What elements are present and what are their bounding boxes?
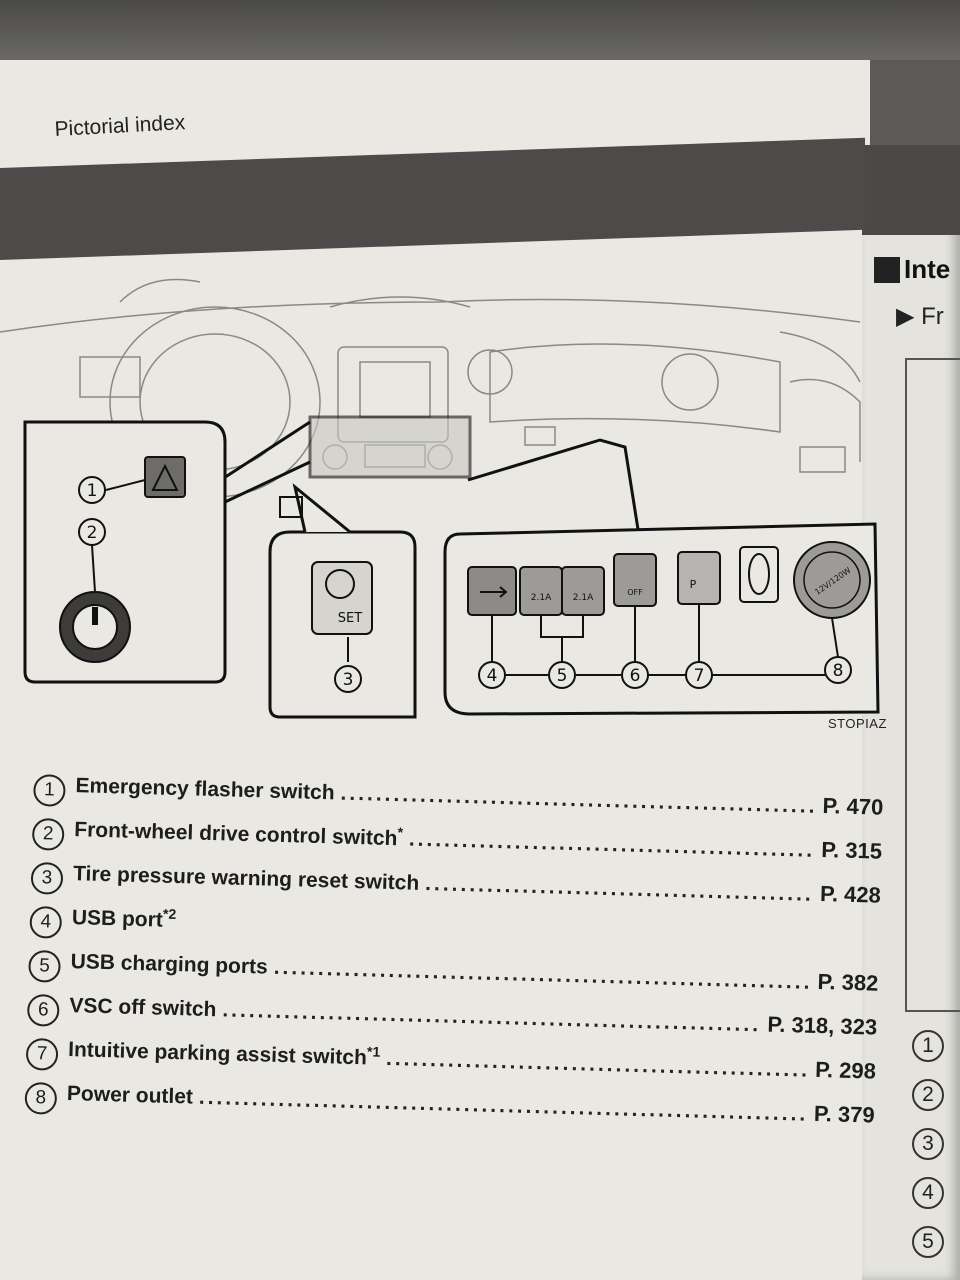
item-number: 7 xyxy=(25,1037,59,1071)
right-page-heading: Inte xyxy=(874,254,950,285)
right-number-4: 4 xyxy=(912,1177,944,1209)
right-number-3: 3 xyxy=(912,1128,944,1160)
callout-3-text: 3 xyxy=(343,670,354,690)
usb-charge-b-label: 2.1A xyxy=(573,593,594,603)
item-label: Power outlet xyxy=(66,1082,194,1109)
square-bullet-icon xyxy=(874,256,900,283)
right-number-1: 1 xyxy=(912,1030,944,1062)
set-button-label: SET xyxy=(338,611,362,626)
right-number-2: 2 xyxy=(912,1079,944,1111)
right-page-subheading: ▶ Fr xyxy=(896,303,944,330)
page-reference: P. 315 xyxy=(820,837,883,864)
callout-1-text: 1 xyxy=(87,481,98,501)
callout-6-text: 6 xyxy=(630,666,641,686)
right-page-subheading-text: Fr xyxy=(921,303,944,330)
callout-4-marker xyxy=(478,661,506,689)
callout-3-marker xyxy=(334,665,362,693)
page-reference: P. 379 xyxy=(813,1100,876,1128)
callout-1-marker xyxy=(78,476,106,504)
page-reference: P. 298 xyxy=(814,1056,877,1084)
page-reference: P. 428 xyxy=(819,881,882,908)
right-page-figure-frame xyxy=(905,358,960,1012)
callout-6-marker xyxy=(621,661,649,689)
page-reference: P. 318, 323 xyxy=(767,1011,878,1040)
item-number: 3 xyxy=(30,861,64,895)
callout-5-marker xyxy=(548,661,576,689)
item-number: 1 xyxy=(32,773,66,807)
page-reference: P. 382 xyxy=(817,968,879,996)
figure-code: STOPIAZ xyxy=(828,716,887,731)
item-label: USB charging ports xyxy=(70,950,269,979)
callout-4-text: 4 xyxy=(487,666,498,686)
usb-charge-port-a-icon xyxy=(519,566,563,616)
item-label: USB port*2 xyxy=(71,905,177,932)
usb-charge-a-label: 2.1A xyxy=(531,593,552,603)
item-number: 5 xyxy=(28,949,61,983)
item-number: 2 xyxy=(31,817,65,851)
dashboard-diagram: 1 2 SET 3 2.1A 2.1A OFF P 12V/120W 4 xyxy=(0,278,880,719)
item-number: 6 xyxy=(26,993,60,1027)
callout-8-text: 8 xyxy=(833,661,844,681)
right-page-header-band xyxy=(862,145,960,235)
item-label: VSC off switch xyxy=(69,994,217,1022)
callout-2-text: 2 xyxy=(87,523,98,543)
page-reference: P. 470 xyxy=(822,793,884,820)
item-number: 4 xyxy=(29,905,63,939)
parking-assist-switch-icon xyxy=(677,551,721,605)
parking-assist-label: P xyxy=(690,578,697,591)
background-shadow xyxy=(0,0,960,60)
right-page-number-list: 1 2 3 4 5 xyxy=(912,1030,944,1275)
usb-charge-port-b-icon xyxy=(561,566,605,616)
callout-7-text: 7 xyxy=(694,666,705,686)
vsc-off-label: OFF xyxy=(627,588,643,597)
item-number: 8 xyxy=(24,1081,58,1115)
pictorial-index-list: 1 Emergency flasher switch P. 470 2 Fron… xyxy=(24,770,884,1146)
right-page-heading-text: Inte xyxy=(904,254,951,284)
vsc-off-switch-icon xyxy=(613,553,657,607)
callout-8-marker xyxy=(824,656,852,684)
callout-5-text: 5 xyxy=(557,666,568,686)
right-number-5: 5 xyxy=(912,1226,944,1258)
callout-7-marker xyxy=(685,661,713,689)
